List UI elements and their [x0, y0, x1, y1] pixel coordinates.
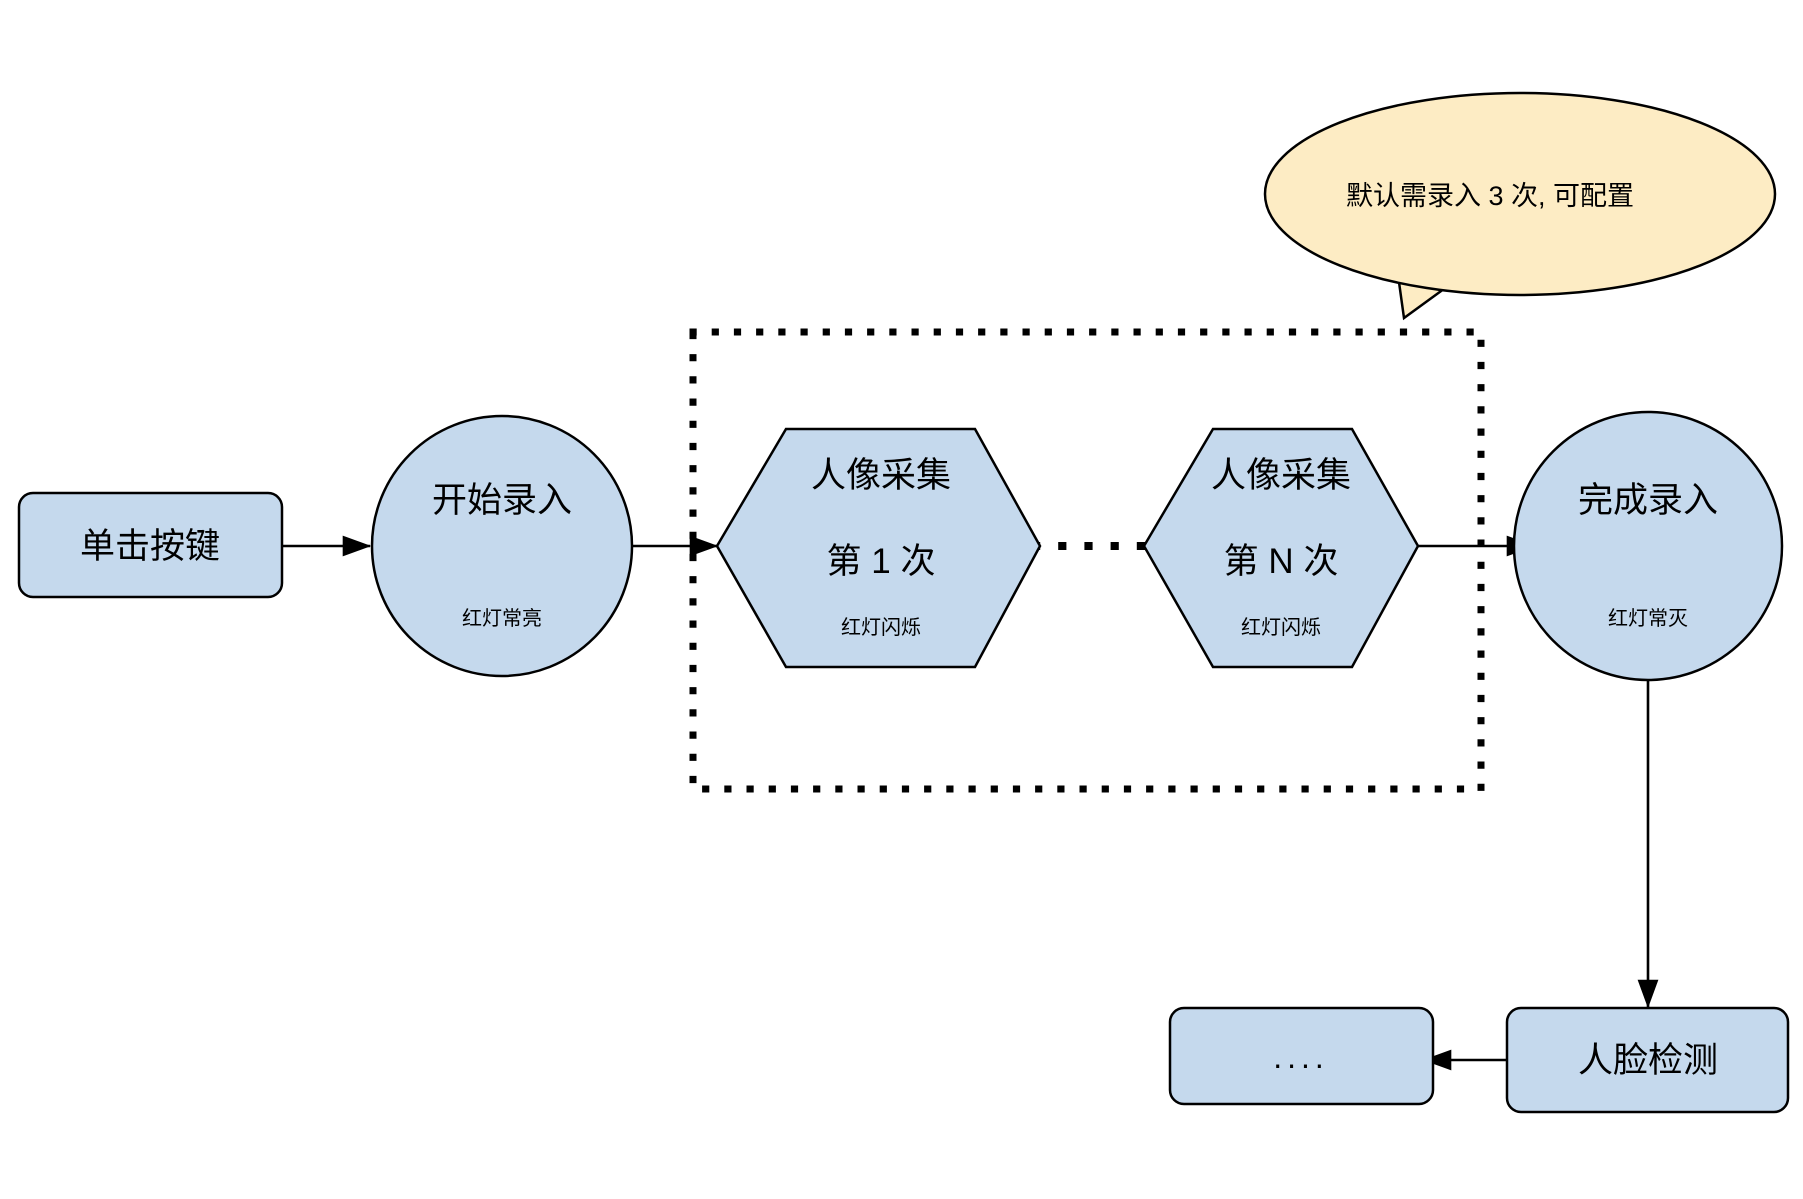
node-capture-first[interactable] [715, 427, 1042, 669]
node-face-detect[interactable] [1505, 1006, 1790, 1114]
callout-bubble[interactable] [1263, 91, 1777, 297]
capture-loop-group [689, 328, 1485, 793]
node-capture-nth-label-line1: 人像采集 [1211, 456, 1351, 495]
node-start-enroll[interactable] [370, 414, 634, 678]
node-click-key[interactable] [17, 491, 284, 599]
node-finish-enroll-label: 完成录入 [1578, 481, 1718, 520]
node-capture-first-label-line2: 第 1 次 [827, 542, 936, 581]
node-finish-enroll[interactable] [1512, 410, 1784, 682]
node-click-key-label: 单击按键 [80, 527, 220, 566]
node-face-detect-label: 人脸检测 [1578, 1041, 1718, 1080]
node-more-steps[interactable] [1168, 1006, 1435, 1106]
callout-text: 默认需录入 3 次, 可配置 [1346, 181, 1634, 211]
node-finish-enroll-sublabel: 红灯常灭 [1608, 607, 1688, 630]
node-start-enroll-label: 开始录入 [432, 481, 572, 520]
node-start-enroll-sublabel: 红灯常亮 [462, 607, 542, 630]
node-capture-nth-label-line2: 第 N 次 [1224, 542, 1339, 581]
node-capture-first-label-line1: 人像采集 [811, 456, 951, 495]
node-more-steps-label: .... [1273, 1039, 1329, 1075]
node-capture-nth[interactable] [1142, 427, 1420, 669]
node-capture-first-sublabel: 红灯闪烁 [841, 616, 921, 639]
node-capture-nth-sublabel: 红灯闪烁 [1241, 616, 1321, 639]
